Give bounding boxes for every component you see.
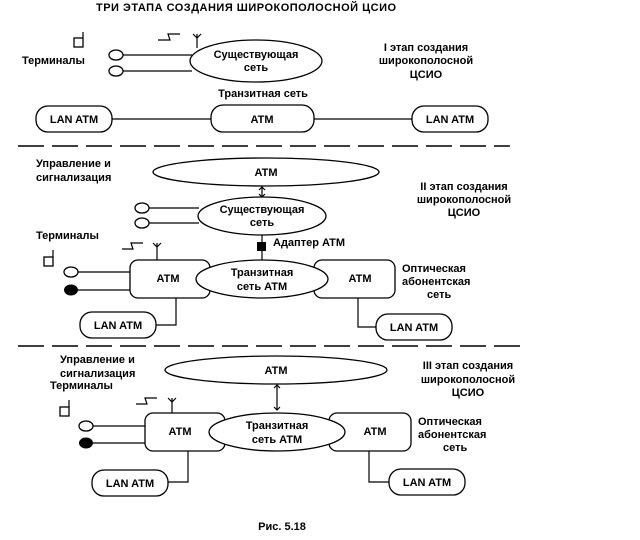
- transit-network-label-2: сеть ATM: [252, 434, 302, 446]
- stage-3-optical-label-1: Оптическая: [418, 416, 482, 428]
- stage-3-lan-atm-right: [388, 468, 466, 496]
- stage-2-optical-label-1: Оптическая: [402, 263, 466, 275]
- stage-1-label-1: I этап создания: [384, 42, 468, 54]
- lan-atm-label: LAN ATM: [426, 114, 474, 126]
- terminal-circle-icon: [63, 266, 79, 278]
- stage-3-label-2: широкополосной: [421, 374, 515, 386]
- atm-label: ATM: [156, 273, 179, 285]
- stage-2-adapter-label: Адаптер ATM: [273, 237, 345, 249]
- stage-3-control-label-2: сигнализация: [60, 368, 135, 380]
- transit-network-label-1: Транзитная: [246, 420, 309, 432]
- existing-network-label-2: сеть: [244, 62, 268, 74]
- stage-2: Управление и сигнализация ATM II этап со…: [36, 157, 511, 341]
- wireless-icon: [158, 33, 180, 41]
- lan-atm-label: LAN ATM: [106, 478, 154, 490]
- stage-3-label-3: ЦСИО: [452, 387, 485, 399]
- existing-network-label-1: Существующая: [220, 204, 305, 216]
- atm-label: ATM: [250, 114, 273, 126]
- stage-3-optical-label-3: сеть: [443, 442, 467, 454]
- terminal-circle-icon: [134, 217, 150, 229]
- stage-3-lan-atm-left: [91, 469, 169, 497]
- atm-label: ATM: [363, 426, 386, 438]
- terminal-black-circle-icon: [79, 437, 93, 449]
- lan-atm-label: LAN ATM: [390, 322, 438, 334]
- terminal-phone-icon: [73, 37, 84, 48]
- lan-atm-label: LAN ATM: [50, 114, 98, 126]
- stage-1-atm-node: [210, 104, 315, 133]
- stage-1-label-2: широкополосной: [379, 55, 473, 67]
- stage-2-label-1: II этап создания: [420, 181, 507, 193]
- terminal-black-circle-icon: [64, 284, 78, 296]
- stage-1-existing-network: [189, 39, 323, 83]
- stage-1-label-3: ЦСИО: [410, 69, 443, 81]
- figure-caption: Рис. 5.18: [258, 521, 306, 533]
- stage-3-terminals-label: Терминалы: [50, 380, 113, 392]
- stage-1-transit-label: Транзитная сеть: [218, 88, 308, 100]
- transit-network-label-2: сеть ATM: [237, 281, 287, 293]
- lan-atm-label: LAN ATM: [94, 320, 142, 332]
- stage-2-existing-network: [197, 196, 327, 236]
- stage-2-label-2: широкополосной: [417, 194, 511, 206]
- stage-3-control-label-1: Управление и: [60, 354, 135, 366]
- atm-label: ATM: [168, 426, 191, 438]
- terminal-circle-icon: [108, 49, 124, 61]
- atm-label: ATM: [264, 365, 287, 377]
- stage-2-control-label-2: сигнализация: [36, 172, 111, 184]
- stage-2-label-3: ЦСИО: [448, 207, 481, 219]
- transit-network-label-1: Транзитная: [231, 267, 294, 279]
- existing-network-label-2: сеть: [250, 217, 274, 229]
- terminal-phone-icon: [43, 256, 54, 267]
- atm-label: ATM: [254, 167, 277, 179]
- stage-2-control-label-1: Управление и: [36, 158, 111, 170]
- stage-2-lan-atm-right: [375, 313, 453, 341]
- stage-1-lan-atm-left: [35, 105, 113, 133]
- existing-network-label-1: Существующая: [214, 49, 299, 61]
- stage-1: Терминалы Существующая сеть I этап созда…: [22, 32, 489, 133]
- lan-atm-label: LAN ATM: [403, 477, 451, 489]
- stage-2-lan-atm-left: [79, 311, 157, 339]
- stage-2-atm-control: [152, 157, 380, 187]
- stage-2-terminals-label: Терминалы: [36, 230, 99, 242]
- terminal-circle-icon: [108, 65, 124, 77]
- stage-3-optical-label-2: абонентская: [418, 429, 486, 441]
- stage-2-transit-network: [195, 259, 329, 299]
- stage-1-terminals-label: Терминалы: [22, 55, 85, 67]
- diagram-title: ТРИ ЭТАПА СОЗДАНИЯ ШИРОКОПОЛОСНОЙ ЦСИО: [96, 1, 397, 14]
- stage-3: Управление и сигнализация ATM III этап с…: [50, 354, 515, 497]
- atm-label: ATM: [348, 273, 371, 285]
- stage-3-label-1: III этап создания: [423, 360, 513, 372]
- terminal-circle-icon: [134, 202, 150, 214]
- stage-3-atm-control: [164, 355, 388, 385]
- stage-1-lan-atm-right: [411, 105, 489, 133]
- terminal-phone-icon: [59, 406, 70, 417]
- wireless-icon: [136, 397, 157, 405]
- stage-2-optical-label-2: абонентская: [402, 276, 470, 288]
- wireless-icon: [122, 242, 143, 250]
- stage-2-optical-label-3: сеть: [427, 289, 451, 301]
- atm-adapter-icon: [257, 242, 266, 251]
- terminal-circle-icon: [78, 420, 94, 432]
- stage-3-transit-network: [208, 412, 346, 452]
